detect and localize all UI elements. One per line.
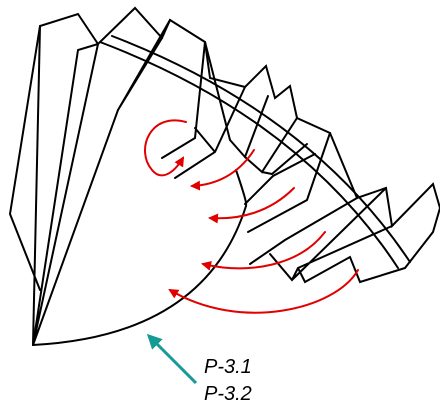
pleats-inner (117, 19, 406, 284)
inner-cone-curve (235, 169, 248, 207)
fan-outline (8, 6, 440, 346)
spine-band (99, 35, 411, 269)
fan-outer-edge (32, 6, 163, 346)
fan-front-arc (32, 205, 247, 346)
flow-arrow-1 (144, 119, 187, 177)
flow-arrow-4 (201, 231, 326, 271)
flow-arrows (144, 119, 359, 314)
flow-arrow-2 (190, 149, 255, 191)
flow-arrow-5 (168, 269, 359, 314)
left-panel-inner-edges (8, 25, 119, 346)
pointer-arrow (146, 333, 198, 385)
label-p-3-2: P-3.2 (204, 383, 252, 405)
flow-arrow-3 (208, 187, 295, 224)
label-p-3-1: P-3.1 (204, 356, 252, 378)
